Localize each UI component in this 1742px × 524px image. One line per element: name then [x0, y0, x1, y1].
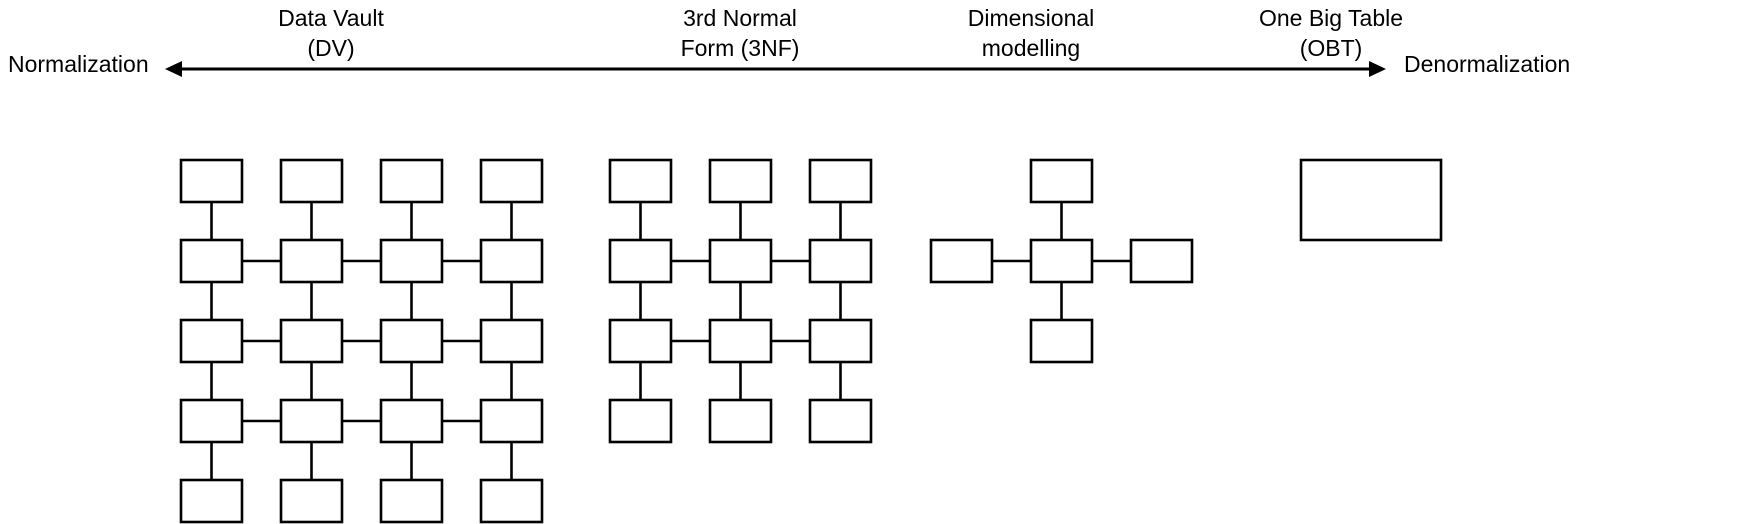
data-vault-node — [479, 478, 544, 524]
dimensional-modelling-satellite-node — [1029, 158, 1094, 204]
data-vault-node — [479, 398, 544, 444]
group-title-third-normal-form: 3rd Normal Form (3NF) — [680, 5, 800, 61]
group-title-data-vault: Data Vault (DV) — [278, 5, 384, 61]
third-normal-form-node — [708, 238, 773, 284]
third-normal-form-node — [808, 238, 873, 284]
axis-label-normalization: Normalization — [8, 51, 149, 77]
data-vault-node — [379, 398, 444, 444]
data-vault-node — [479, 318, 544, 364]
group-title-one-big-table: One Big Table (OBT) — [1258, 5, 1404, 61]
data-vault-node — [179, 478, 244, 524]
third-normal-form-node — [708, 398, 773, 444]
data-vault-node — [379, 238, 444, 284]
third-normal-form-node — [808, 158, 873, 204]
third-normal-form-node — [708, 158, 773, 204]
dimensional-modelling-satellite-node — [1029, 318, 1094, 364]
data-vault-node — [379, 318, 444, 364]
data-vault-node — [179, 318, 244, 364]
dimensional-modelling-satellite-node — [1129, 238, 1194, 284]
group-title-dimensional-modelling: Dimensional modelling — [967, 5, 1095, 61]
third-normal-form-node — [608, 238, 673, 284]
data-vault-node — [379, 158, 444, 204]
third-normal-form-node — [708, 318, 773, 364]
dimensional-modelling-center-node — [1029, 238, 1094, 284]
data-vault-node — [279, 158, 344, 204]
data-vault-node — [479, 238, 544, 284]
data-vault-node — [179, 158, 244, 204]
data-vault-node — [179, 398, 244, 444]
third-normal-form-node — [608, 158, 673, 204]
data-vault-node — [479, 158, 544, 204]
data-vault-node — [279, 318, 344, 364]
data-vault-node — [379, 478, 444, 524]
third-normal-form-node — [608, 398, 673, 444]
data-vault-node — [279, 478, 344, 524]
dimensional-modelling-satellite-node — [929, 238, 994, 284]
axis-label-denormalization: Denormalization — [1404, 51, 1571, 77]
third-normal-form-node — [808, 398, 873, 444]
data-vault-node — [279, 238, 344, 284]
one-big-table-node — [1299, 158, 1443, 242]
third-normal-form-node — [808, 318, 873, 364]
data-vault-node — [179, 238, 244, 284]
data-vault-node — [279, 398, 344, 444]
third-normal-form-node — [608, 318, 673, 364]
